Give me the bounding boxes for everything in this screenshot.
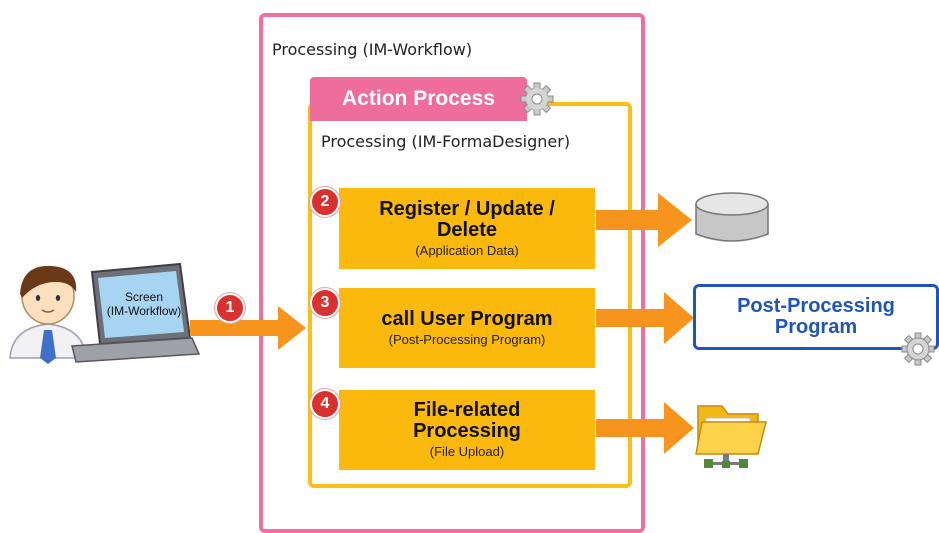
step2-sub: (Application Data) xyxy=(415,242,519,258)
post-processing-line2: Program xyxy=(774,316,858,338)
file-related-processing-box: File-related Processing (File Upload) xyxy=(339,390,595,470)
screen-label-line1: Screen xyxy=(124,290,164,304)
user-at-laptop xyxy=(9,262,200,364)
post-processing-program-box: Post-Processing Program xyxy=(693,284,939,350)
step-badge-4: 4 xyxy=(310,389,340,419)
screen-label-line2: (IM-Workflow) xyxy=(106,304,182,318)
step-badge-3: 3 xyxy=(310,288,340,318)
arrows-layer xyxy=(190,193,694,454)
folder-icon xyxy=(695,405,767,468)
database-icon xyxy=(695,192,769,242)
laptop-icon xyxy=(71,262,200,363)
step4-line2: Processing xyxy=(413,420,521,442)
step4-sub: (File Upload) xyxy=(429,444,505,459)
forma-designer-title: Processing (IM-FormaDesigner) xyxy=(321,132,571,151)
arrow-3 xyxy=(596,292,694,344)
arrow-2 xyxy=(596,193,692,247)
step4-line1: File-related xyxy=(413,399,521,421)
person-icon xyxy=(9,265,87,364)
post-processing-line1: Post-Processing xyxy=(737,295,895,317)
arrow-1 xyxy=(190,306,306,350)
gear-icon xyxy=(901,332,935,366)
call-user-program-box: call User Program (Post-Processing Progr… xyxy=(339,288,595,368)
step2-line1: Register / Update / xyxy=(379,197,555,220)
workflow-title: Processing (IM-Workflow) xyxy=(272,40,473,59)
step2-line2: Delete xyxy=(436,218,498,241)
step3-line1: call User Program xyxy=(381,307,553,330)
screen-label: Screen (IM-Workflow) xyxy=(93,290,195,318)
step3-sub: (Post-Processing Program) xyxy=(388,331,546,347)
step-badge-2: 2 xyxy=(310,187,340,217)
step-badge-1: 1 xyxy=(215,293,245,323)
action-process-tab: Action Process xyxy=(310,77,527,121)
gear-icon xyxy=(520,82,554,116)
register-update-delete-box: Register / Update / Delete (Application … xyxy=(339,188,595,269)
arrow-4 xyxy=(596,402,694,454)
